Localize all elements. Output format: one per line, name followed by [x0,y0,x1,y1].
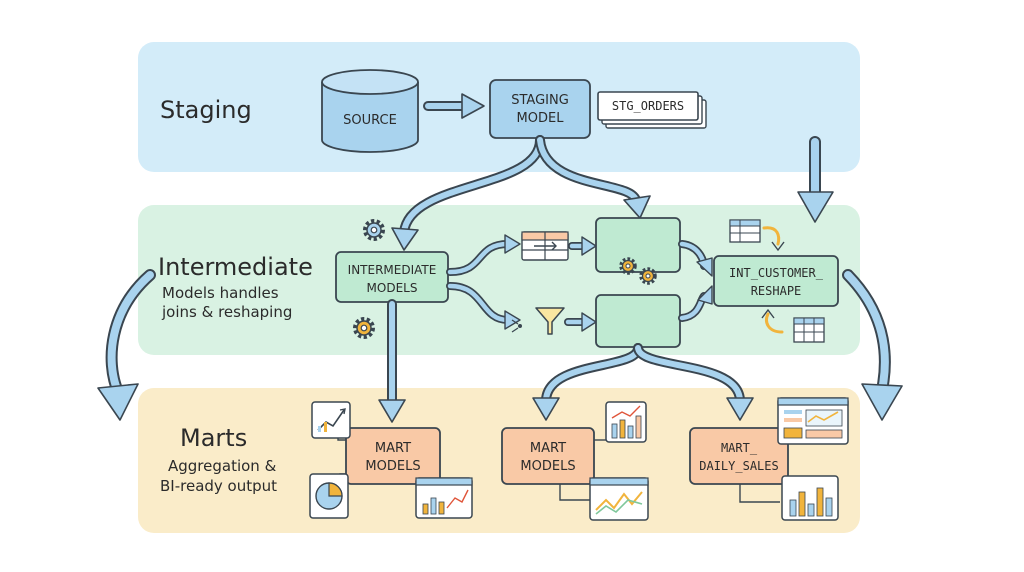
arrow-filter-to-mart2 [532,343,643,421]
arrow-staging-to-join [535,135,651,219]
mart2-label-2: MODELS [520,459,575,474]
source-node: SOURCE [321,69,419,153]
int-customer-label-2: RESHAPE [751,284,802,298]
mart-models-node-1: MART MODELS [345,427,441,485]
dashboard-icon [415,477,473,519]
arrow-filter-to-int-customer [678,285,713,322]
gear-icon [353,317,375,339]
gear-icon [619,257,637,275]
source-label: SOURCE [343,113,397,128]
intermediate-lane-desc-2: joins & reshaping [161,303,292,321]
mart3-label-2: DAILY_SALES [699,459,778,473]
marts-lane-desc-1: Aggregation & [168,457,277,475]
arrow-filter-to-box [564,312,597,332]
mart-models-node-2: MART MODELS [501,427,595,485]
gear-icon [639,267,657,285]
arrow-source-to-staging [423,93,485,119]
table-icon [729,219,761,243]
gear-icon [363,219,385,241]
int-customer-reshape-node: INT_CUSTOMER_ RESHAPE [713,255,839,307]
mart1-label-2: MODELS [365,459,420,474]
arrow-filter-to-mart3 [633,343,754,421]
staging-model-label-1: STAGING [511,93,569,108]
outer-arrow-right [842,269,903,421]
marts-lane-title: Marts [180,424,247,452]
staging-model-label-2: MODEL [517,111,565,126]
connector-line [559,484,590,501]
outer-arrow-left [97,269,156,421]
mart1-label-1: MART [375,441,411,456]
marts-lane-desc-2: BI-ready output [160,477,277,495]
join-result-node [595,217,681,273]
mart2-label-1: MART [530,441,566,456]
arrow-join-to-int-customer [678,240,713,277]
intermediate-models-label-1: INTERMEDIATE [348,263,437,277]
pie-chart-icon [309,473,349,519]
dashboard-icon [777,397,849,445]
loop-arrow-icon [762,226,785,252]
intermediate-lane-title: Intermediate [158,253,313,281]
join-table-icon [521,231,569,261]
table-icon [793,317,825,343]
line-chart-icon [589,477,649,521]
line-chart-icon [311,401,351,439]
arrow-intermediate-to-mart1 [378,299,406,423]
bar-chart-icon [605,401,647,443]
filter-result-node [595,294,681,348]
arrow-intermediate-to-join [446,234,521,276]
stg-orders-label: STG_ORDERS [612,99,684,113]
mart-daily-sales-node: MART_ DAILY_SALES [689,427,789,485]
staging-model-node: STAGING MODEL [489,79,591,139]
arrow-staging-to-intermediate [391,135,545,251]
stg-orders-node: STG_ORDERS [597,91,707,129]
staging-lane-title: Staging [160,96,252,124]
loop-arrow-icon [761,308,784,334]
filter-icon [511,307,565,335]
stg-orders-down-arrow [797,136,834,223]
connector-line [739,484,780,503]
intermediate-models-label-2: MODELS [367,281,418,295]
intermediate-lane-desc-1: Models handles [162,284,279,302]
mart3-label-1: MART_ [721,441,758,455]
intermediate-models-node: INTERMEDIATE MODELS [335,251,449,303]
bar-chart-icon [781,475,839,521]
int-customer-label-1: INT_CUSTOMER_ [729,266,824,280]
arrow-join-to-box [568,236,597,256]
